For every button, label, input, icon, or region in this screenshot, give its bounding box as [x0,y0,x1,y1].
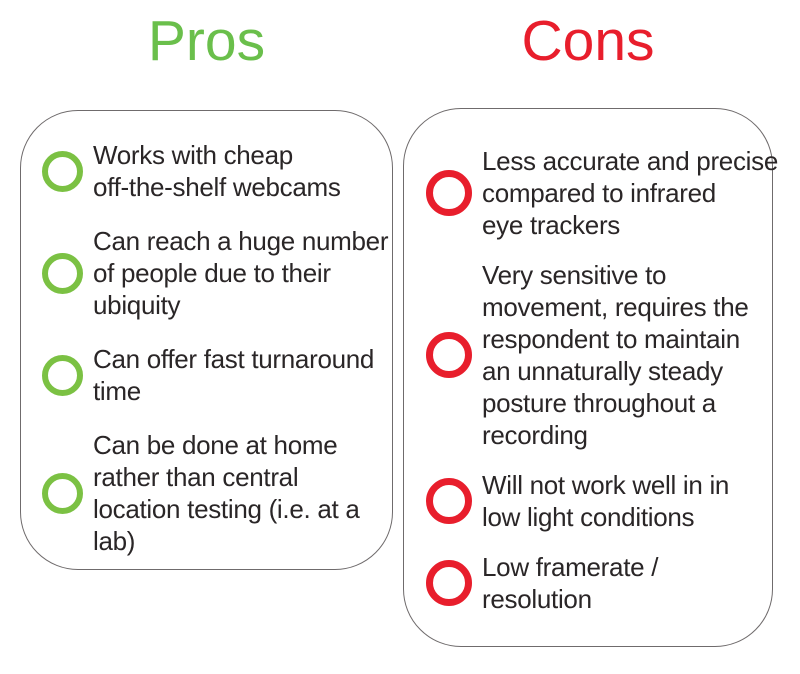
cons-title: Cons [521,9,655,73]
list-item-text: Can be done at home rather than central … [93,430,360,556]
circle-bullet-icon [426,478,472,524]
list-item-text: Less accurate and precise compared to in… [482,146,779,240]
circle-bullet-icon [42,354,83,396]
list-item-text: Can reach a huge number of people due to… [93,226,389,320]
circle-bullet-icon [42,472,83,514]
circle-bullet-icon [42,150,83,192]
pros-panel: Works with cheap off-the-shelf webcams C… [20,110,393,570]
list-item-text: Will not work well in in low light condi… [482,470,730,532]
pros-title: Pros [147,9,266,73]
circle-bullet-icon [42,252,83,294]
list-item: Less accurate and precise compared to in… [426,145,778,241]
list-item-text: Works with cheap off-the-shelf webcams [93,140,341,202]
circle-bullet-icon [426,332,472,378]
list-item: Low framerate / resolution [426,551,762,615]
list-item-text: Can offer fast turnaround time [93,344,375,406]
circle-bullet-icon [426,170,472,216]
list-item: Can be done at home rather than central … [42,429,380,557]
cons-panel: Less accurate and precise compared to in… [403,108,778,647]
list-item: Will not work well in in low light condi… [426,469,762,533]
list-item-text: Very sensitive to movement, requires the… [482,260,749,450]
list-item: Can offer fast turnaround time [42,343,380,407]
list-item-text: Low framerate / resolution [482,552,659,614]
list-item: Very sensitive to movement, requires the… [426,259,762,451]
list-item: Can reach a huge number of people due to… [42,225,388,321]
circle-bullet-icon [426,560,472,606]
list-item: Works with cheap off-the-shelf webcams [42,139,380,203]
